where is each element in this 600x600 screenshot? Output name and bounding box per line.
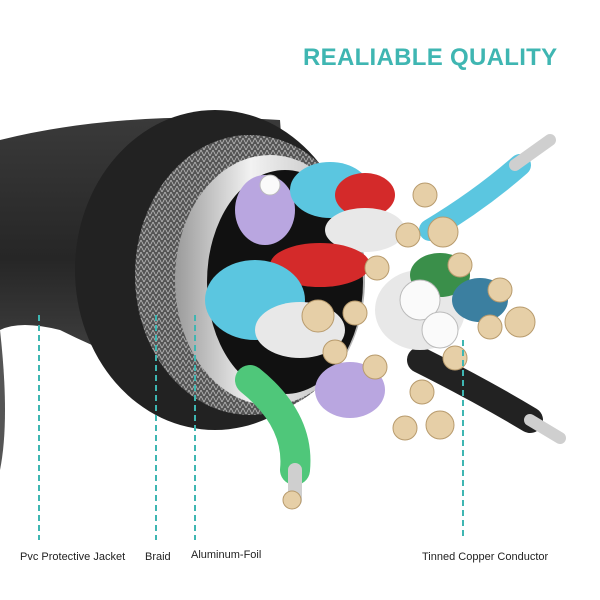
label-pvc-protective-jacket: Pvc Protective Jacket xyxy=(20,551,126,563)
wire-black xyxy=(407,347,543,433)
wire-green xyxy=(235,365,311,485)
label-braid: Braid xyxy=(145,551,171,563)
label-tinned-copper-conductor: Tinned Copper Conductor xyxy=(422,551,549,563)
tinned-copper-conductors xyxy=(282,182,536,510)
drain-wire-bundle xyxy=(259,174,459,349)
label-aluminum-foil: Aluminum-Foil xyxy=(191,549,262,561)
page-title: REALIABLE QUALITY xyxy=(303,44,558,71)
